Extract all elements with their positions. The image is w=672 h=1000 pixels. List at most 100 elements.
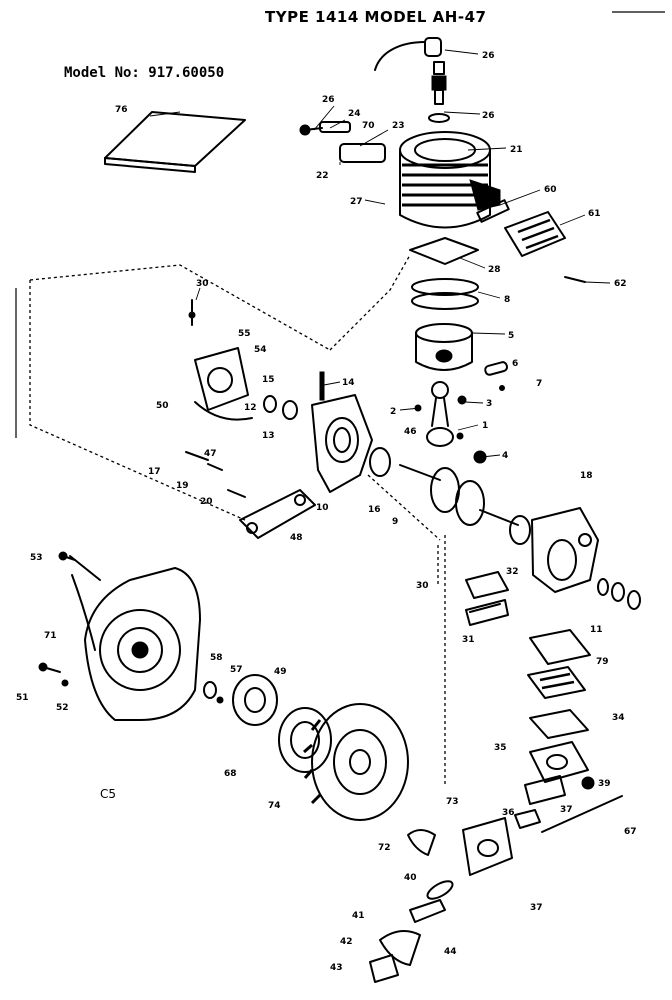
callout-51: 51 — [16, 693, 29, 703]
callout-61: 61 — [588, 209, 601, 219]
piston-rings — [411, 278, 479, 310]
callout-42: 42 — [340, 937, 353, 947]
crankcase-screws — [185, 451, 246, 498]
callout-46: 46 — [404, 427, 417, 437]
callout-37: 37 — [560, 805, 573, 815]
callout-73: 73 — [446, 797, 459, 807]
callout-55: 55 — [238, 329, 251, 339]
callout-43: 43 — [330, 963, 343, 973]
starter-pulley — [203, 674, 278, 726]
callout-10: 10 — [316, 503, 329, 513]
piston — [415, 323, 473, 371]
air-filter-housing — [462, 809, 541, 876]
spark-plug — [428, 61, 450, 123]
spark-plug-boot — [374, 37, 442, 71]
callout-48: 48 — [290, 533, 303, 543]
callout-14: 14 — [342, 378, 355, 388]
crankcase-front — [311, 371, 373, 493]
callout-21: 21 — [510, 145, 523, 155]
callout-5: 5 — [508, 331, 514, 341]
rewind-spring — [278, 707, 332, 773]
engine-mount — [239, 489, 316, 539]
callout-12: 12 — [244, 403, 257, 413]
callout-8: 8 — [504, 295, 510, 305]
callout-18: 18 — [580, 471, 593, 481]
callout-44: 44 — [444, 947, 457, 957]
callout-22: 22 — [316, 171, 329, 181]
callout-23: 23 — [392, 121, 405, 131]
starter-housing — [69, 555, 201, 721]
callout-67: 67 — [624, 827, 637, 837]
key-plate — [407, 829, 436, 856]
callout-79: 79 — [596, 657, 609, 667]
wrist-pin — [484, 361, 509, 391]
assembly-boundary — [29, 254, 446, 785]
callout-34: 34 — [612, 713, 625, 723]
callout-32: 32 — [506, 567, 519, 577]
callout-49: 49 — [274, 667, 287, 677]
callout-39: 39 — [598, 779, 611, 789]
callout-52: 52 — [56, 703, 69, 713]
main-bearings — [369, 447, 531, 545]
callout-30: 30 — [196, 279, 209, 289]
callout-71: 71 — [44, 631, 57, 641]
callout-27: 27 — [350, 197, 363, 207]
callout-28: 28 — [488, 265, 501, 275]
callout-53: 53 — [30, 553, 43, 563]
callout-54: 54 — [254, 345, 267, 355]
callout-30b: 30 — [416, 581, 429, 591]
callout-36: 36 — [502, 808, 515, 818]
callout-16: 16 — [368, 505, 381, 515]
callout-3: 3 — [486, 399, 492, 409]
callout-41: 41 — [352, 911, 365, 921]
callout-leaders — [149, 49, 611, 458]
callout-76: 76 — [115, 105, 128, 115]
callout-9: 9 — [392, 517, 398, 527]
callout-6: 6 — [512, 359, 518, 369]
callout-31: 31 — [462, 635, 475, 645]
callout-58: 58 — [210, 653, 223, 663]
callout-11: 11 — [590, 625, 603, 635]
ignition-module — [188, 299, 253, 421]
callout-68: 68 — [224, 769, 237, 779]
callout-24: 24 — [348, 109, 361, 119]
connecting-rod — [414, 381, 467, 447]
callout-20: 20 — [200, 497, 213, 507]
exhaust-gasket-set — [299, 121, 386, 163]
muffler-assembly — [476, 199, 586, 283]
callout-72: 72 — [378, 843, 391, 853]
callout-62: 62 — [614, 279, 627, 289]
intake-gaskets — [527, 629, 591, 739]
callout-57: 57 — [230, 665, 243, 675]
crank-seals-left — [263, 395, 298, 420]
cylinder — [399, 131, 501, 229]
crankcase-rear — [531, 507, 599, 593]
manual-booklet — [104, 111, 246, 173]
cylinder-gasket — [409, 237, 479, 265]
callout-15: 15 — [262, 375, 275, 385]
flywheel — [303, 703, 409, 821]
callout-25b: 26 — [322, 95, 335, 105]
air-filter-element — [369, 880, 454, 983]
callout-70: 70 — [362, 121, 375, 131]
throttle-rod — [541, 776, 623, 833]
callout-35: 35 — [494, 743, 507, 753]
callout-4: 4 — [502, 451, 508, 461]
carburetor — [524, 741, 589, 805]
crank-seals-right — [597, 578, 641, 610]
callout-37-lower: 37 — [530, 903, 543, 913]
callout-labels: 76 26 26 26 24 70 23 21 22 27 60 61 62 2… — [16, 51, 637, 973]
callout-74: 74 — [268, 801, 281, 811]
callout-40: 40 — [404, 873, 417, 883]
callout-50: 50 — [156, 401, 169, 411]
crankshaft — [399, 464, 519, 526]
callout-47: 47 — [204, 449, 217, 459]
reed-valve — [465, 571, 509, 626]
callout-1: 1 — [482, 421, 488, 431]
starter-screws — [38, 551, 76, 687]
callout-2: 2 — [390, 407, 396, 417]
callout-17: 17 — [148, 467, 161, 477]
diagram-title: TYPE 1414 MODEL AH-47 — [265, 8, 486, 26]
c5-mark: C5 — [100, 787, 116, 801]
callout-25: 26 — [482, 111, 495, 121]
